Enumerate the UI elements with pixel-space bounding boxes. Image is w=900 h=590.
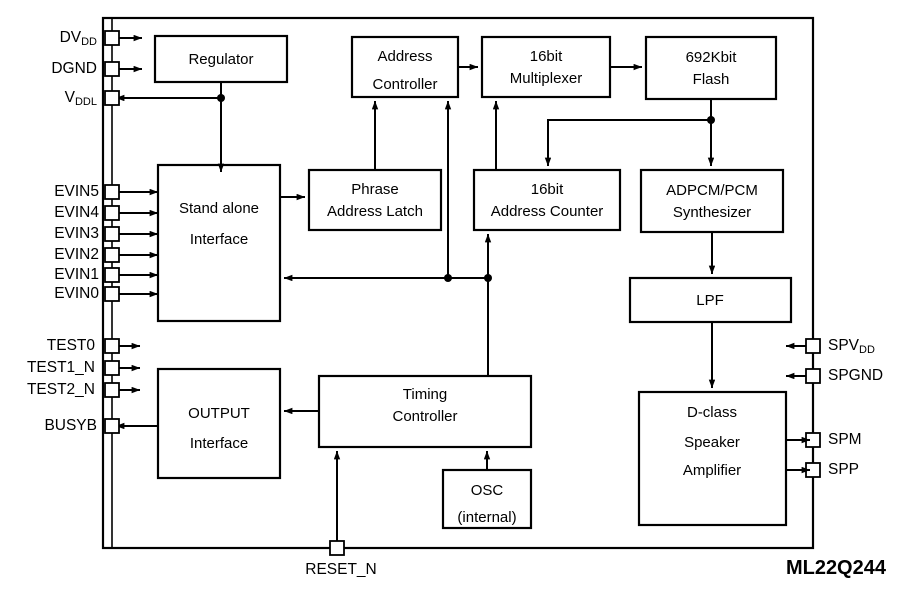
block-phrase-address-latch-label-1: Phrase	[351, 181, 399, 198]
pin-label-spvdd: SPVDD	[828, 337, 875, 356]
block-lpf-label: LPF	[696, 292, 724, 309]
pin-label-vddl: VDDL	[65, 89, 97, 108]
block-address-counter-label-1: 16bit	[531, 181, 564, 198]
junction-dot-regulator	[217, 94, 225, 102]
block-timing-controller-label-1: Timing	[403, 386, 447, 403]
pin-label-test0: TEST0	[47, 337, 96, 354]
pin-label-spp: SPP	[828, 461, 859, 478]
pin-pad-busyb[interactable]	[104, 418, 120, 434]
block-adpcm-pcm-synthesizer-label-1: ADPCM/PCM	[666, 182, 758, 199]
pin-pad-spvdd[interactable]	[805, 338, 821, 354]
pin-pad-evin0[interactable]	[104, 286, 120, 302]
block-adpcm-pcm-synthesizer-label-2: Synthesizer	[673, 204, 751, 221]
junction-dot-flash	[707, 116, 715, 124]
wire-flash-to-address-counter	[544, 119, 711, 167]
pin-label-dgnd: DGND	[51, 60, 97, 77]
pin-label-evin1: EVIN1	[54, 266, 99, 283]
block-phrase-address-latch-label-2: Address Latch	[327, 203, 423, 220]
pin-pad-dvdd[interactable]	[104, 30, 120, 46]
pin-pad-vddl[interactable]	[104, 90, 120, 106]
block-address-controller-label-1: Address	[377, 48, 432, 65]
block-stand-alone-interface-label-2: Interface	[190, 231, 248, 248]
pin-pad-evin2[interactable]	[104, 247, 120, 263]
block-speaker-amplifier-label-3: Amplifier	[683, 462, 741, 479]
block-regulator-label: Regulator	[188, 51, 253, 68]
pin-pad-dgnd[interactable]	[104, 61, 120, 77]
pin-label-test2-n: TEST2_N	[27, 381, 95, 398]
pin-label-evin4: EVIN4	[54, 204, 99, 221]
pin-label-test1-n: TEST1_N	[27, 359, 95, 376]
block-multiplexer-label-2: Multiplexer	[510, 70, 583, 87]
pin-label-evin5: EVIN5	[54, 183, 99, 200]
pin-label-evin2: EVIN2	[54, 246, 99, 263]
pin-pad-test1-n[interactable]	[104, 360, 120, 376]
block-osc	[441, 468, 533, 530]
pin-label-evin3: EVIN3	[54, 225, 99, 242]
block-stand-alone-interface-label-1: Stand alone	[179, 200, 259, 217]
pin-pad-test0[interactable]	[104, 338, 120, 354]
block-phrase-address-latch	[307, 168, 443, 232]
block-stand-alone-interface	[156, 163, 282, 323]
pin-pad-evin4[interactable]	[104, 205, 120, 221]
block-speaker-amplifier-label-1: D-class	[687, 404, 737, 421]
block-lpf	[628, 276, 793, 324]
part-number-label: ML22Q244	[786, 557, 887, 579]
pin-label-spm: SPM	[828, 431, 862, 448]
pin-pad-evin5[interactable]	[104, 184, 120, 200]
pin-label-busyb: BUSYB	[44, 417, 97, 434]
block-osc-label-2: (internal)	[457, 509, 516, 526]
block-adpcm-pcm-synthesizer	[639, 168, 785, 234]
block-address-controller-label-2: Controller	[372, 76, 437, 93]
pin-pad-evin1[interactable]	[104, 267, 120, 283]
block-osc-label-1: OSC	[471, 482, 504, 499]
pin-pad-spgnd[interactable]	[805, 368, 821, 384]
pin-label-spgnd: SPGND	[828, 367, 883, 384]
block-output-interface-label-2: Interface	[190, 435, 248, 452]
block-flash-label-2: Flash	[693, 71, 730, 88]
block-address-counter-label-2: Address Counter	[491, 203, 604, 220]
block-output-interface-label-1: OUTPUT	[188, 405, 250, 422]
block-flash	[644, 35, 778, 101]
block-multiplexer	[480, 35, 612, 99]
block-output-interface	[156, 367, 282, 480]
pin-label-evin0: EVIN0	[54, 285, 99, 302]
pin-label-dvdd: DVDD	[60, 29, 97, 48]
block-speaker-amplifier-label-2: Speaker	[684, 434, 740, 451]
pin-label-reset-n: RESET_N	[305, 561, 377, 578]
block-flash-label-1: 692Kbit	[686, 49, 738, 66]
block-timing-controller-label-2: Controller	[392, 408, 457, 425]
pin-pad-evin3[interactable]	[104, 226, 120, 242]
block-speaker-amplifier	[637, 390, 788, 527]
block-address-counter	[472, 168, 622, 232]
block-multiplexer-label-1: 16bit	[530, 48, 563, 65]
pin-pad-reset-n[interactable]	[329, 540, 345, 556]
pin-pad-test2-n[interactable]	[104, 382, 120, 398]
